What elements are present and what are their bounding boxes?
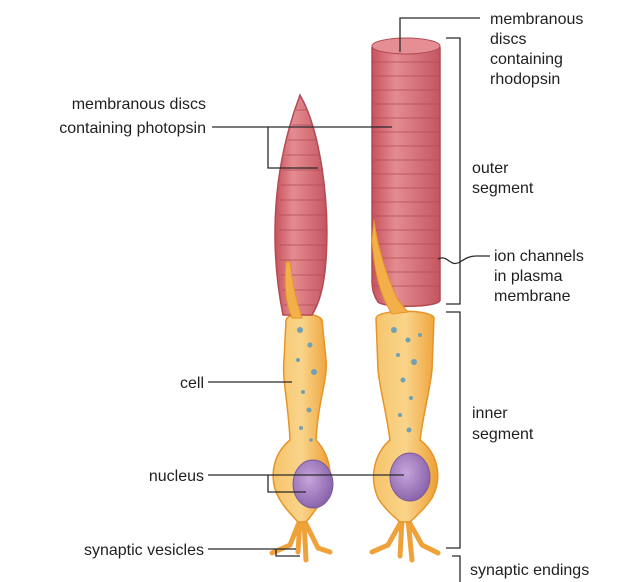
label-ion-channels-line1: ion channels bbox=[494, 248, 584, 265]
label-ion-channels: ion channels in plasma membrane bbox=[494, 248, 584, 305]
bracket-synaptic-endings bbox=[452, 556, 460, 582]
label-synaptic-endings: synaptic endings bbox=[470, 562, 589, 579]
leader-lines bbox=[208, 18, 490, 556]
label-inner-segment-line1: inner bbox=[472, 405, 508, 422]
label-discs-rhodopsin-line3: containing bbox=[490, 51, 563, 68]
label-discs-photopsin-line1: membranous discs bbox=[72, 96, 206, 113]
label-discs-photopsin: membranous discs containing photopsin bbox=[59, 96, 206, 137]
leader-ion-channels bbox=[438, 256, 490, 264]
cone-cell bbox=[272, 95, 333, 560]
label-discs-rhodopsin-line4: rhodopsin bbox=[490, 71, 560, 88]
bracket-inner-segment bbox=[446, 312, 460, 548]
label-cell: cell bbox=[180, 375, 204, 392]
label-nucleus: nucleus bbox=[149, 468, 204, 485]
label-outer-segment: outer segment bbox=[472, 160, 534, 197]
label-inner-segment-line2: segment bbox=[472, 426, 534, 443]
label-ion-channels-line2: in plasma bbox=[494, 268, 563, 285]
label-discs-rhodopsin: membranous discs containing rhodopsin bbox=[490, 11, 583, 88]
label-discs-rhodopsin-line2: discs bbox=[490, 31, 526, 48]
label-synaptic-vesicles: synaptic vesicles bbox=[84, 542, 204, 559]
rod-synaptic-ending bbox=[372, 520, 438, 560]
label-outer-segment-line2: segment bbox=[472, 180, 534, 197]
label-discs-rhodopsin-line1: membranous bbox=[490, 11, 583, 28]
rod-top-disc bbox=[372, 38, 440, 54]
rod-nucleus bbox=[390, 453, 430, 501]
label-discs-photopsin-line2: containing photopsin bbox=[59, 120, 206, 137]
cone-synaptic-ending bbox=[272, 520, 330, 560]
cone-nucleus bbox=[293, 460, 333, 508]
label-outer-segment-line1: outer bbox=[472, 160, 509, 177]
segment-brackets bbox=[446, 38, 460, 582]
leader-synaptic-vesicles bbox=[208, 549, 300, 556]
cone-outer-segment bbox=[275, 95, 327, 315]
rod-cell bbox=[372, 38, 440, 560]
label-inner-segment: inner segment bbox=[472, 405, 534, 443]
bracket-outer-segment bbox=[446, 38, 460, 304]
label-ion-channels-line3: membrane bbox=[494, 288, 571, 305]
